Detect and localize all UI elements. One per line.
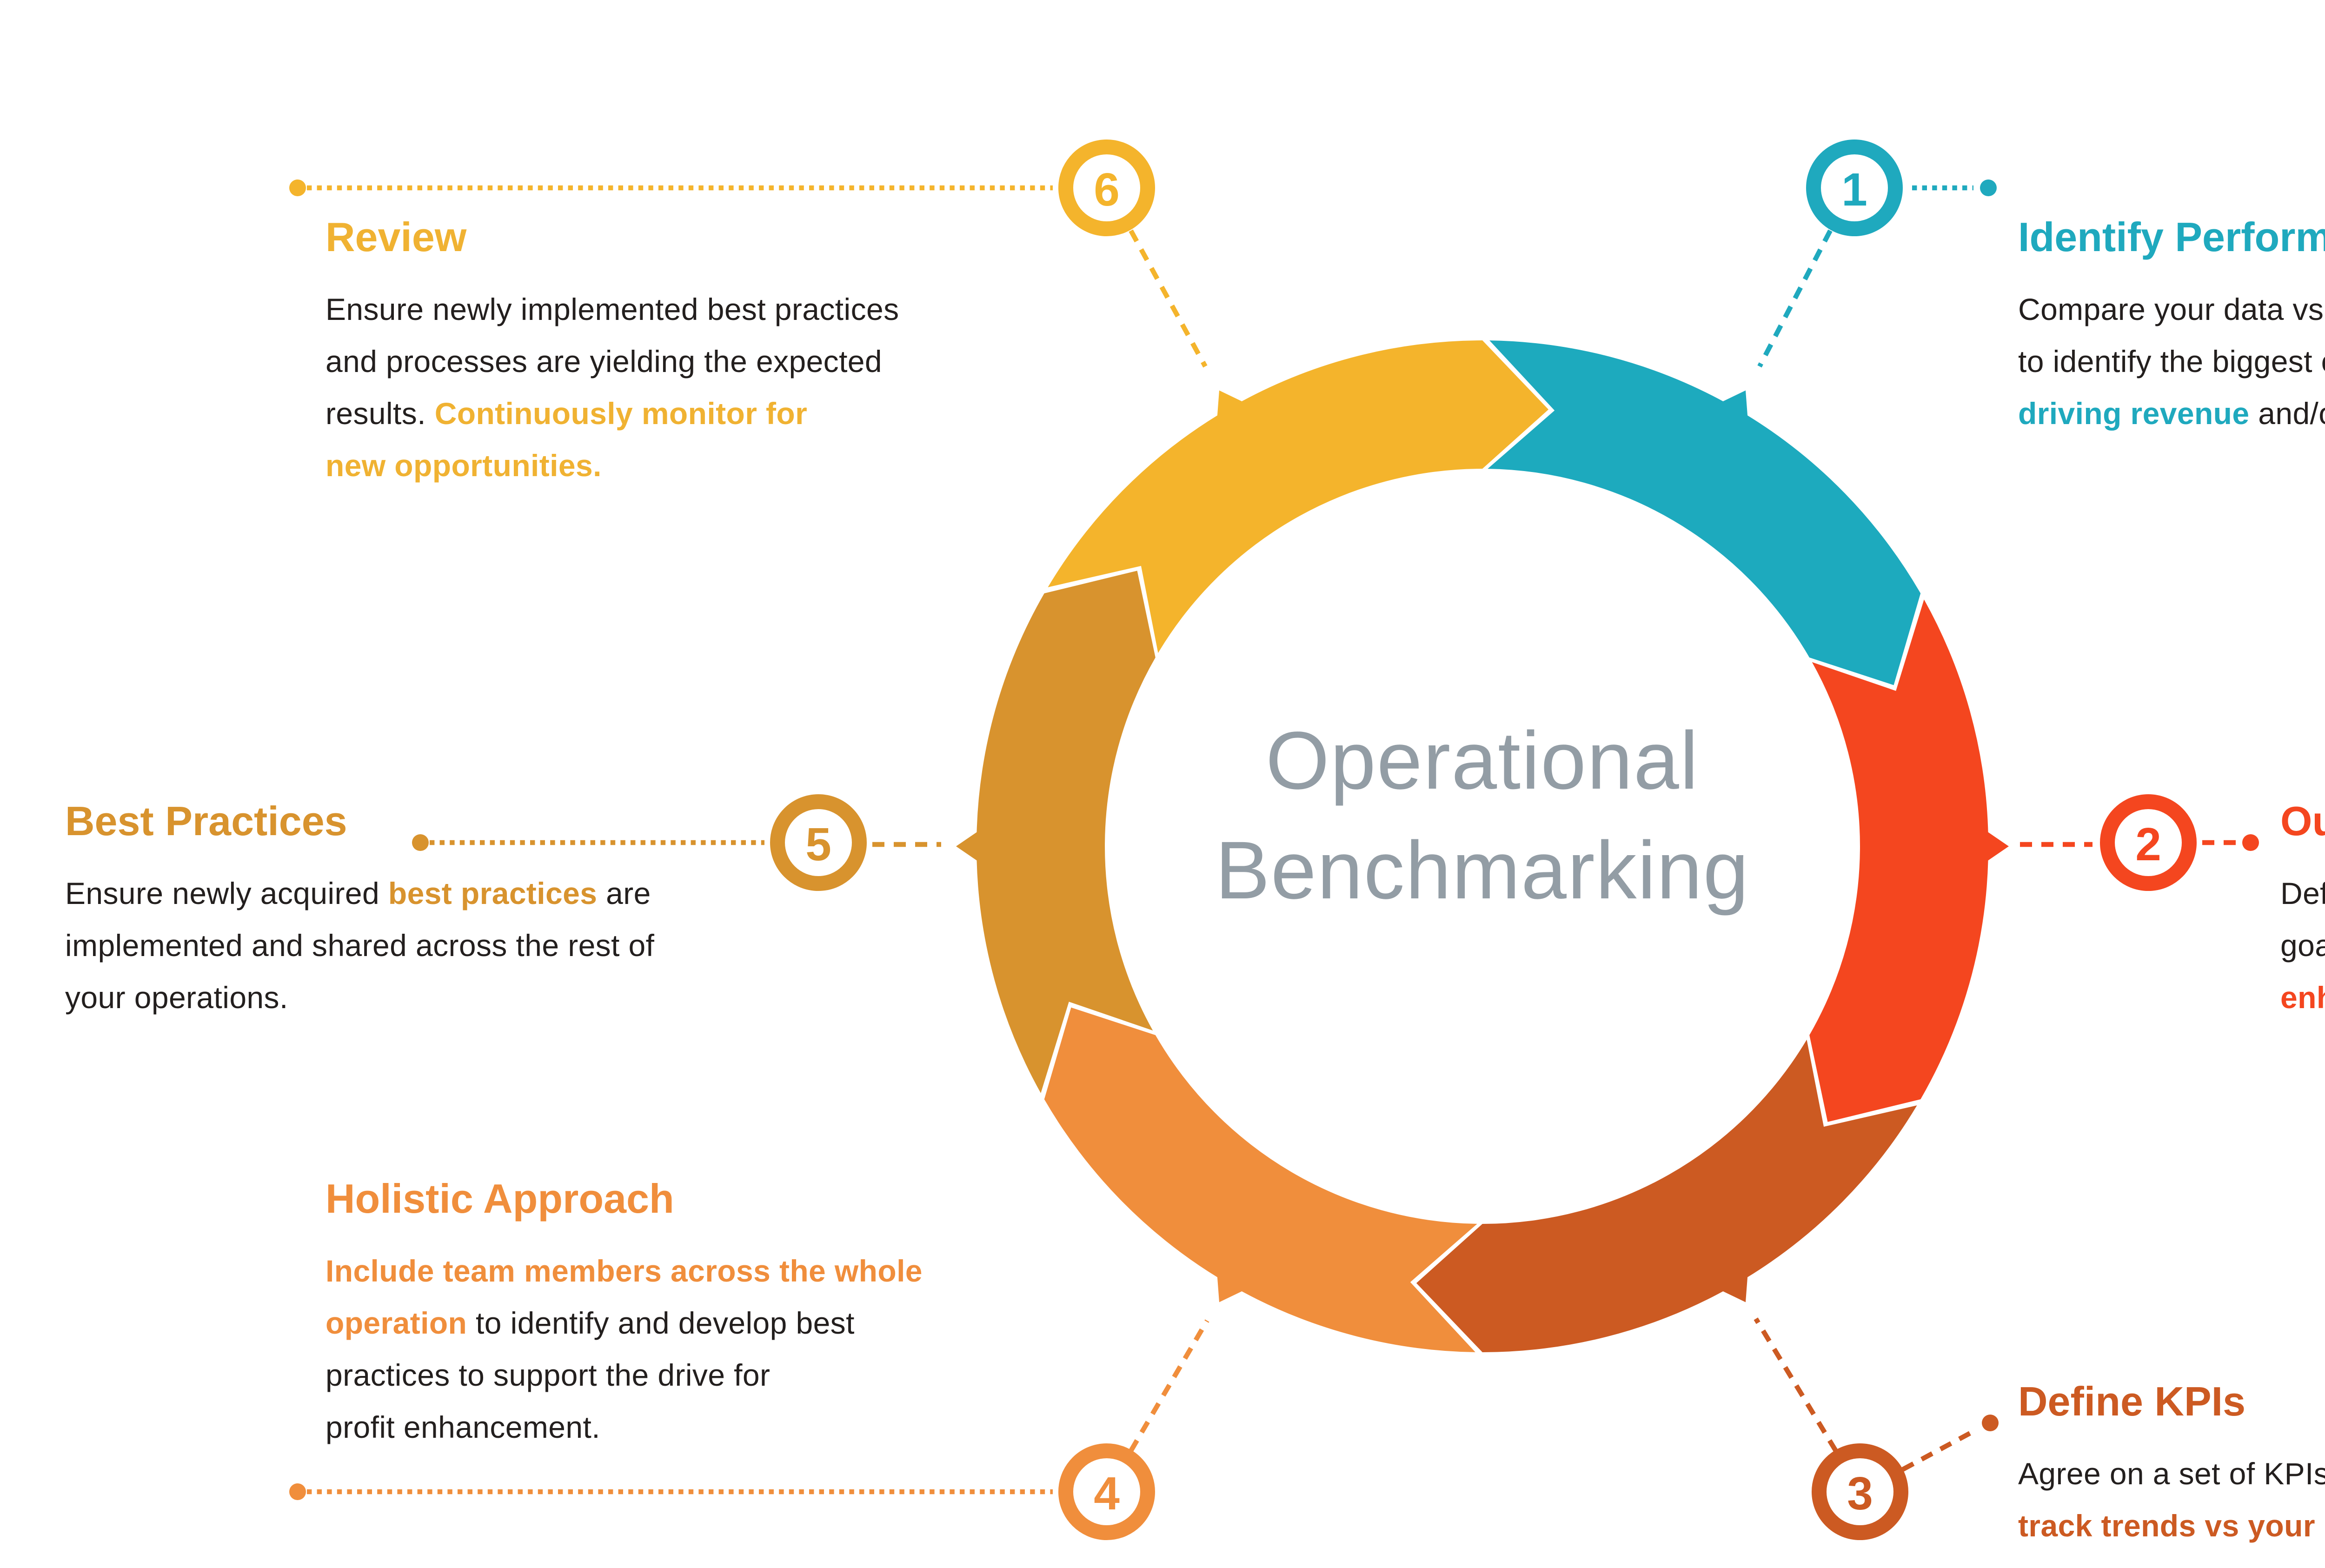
step-body-outline: Define the medium and long-term strategi…: [2280, 869, 2325, 1025]
spoke-6: [1129, 229, 1208, 368]
segment-best: [956, 571, 1156, 1093]
step-text-line: Ensure newly implemented best practices: [326, 294, 899, 327]
step-text-line: Include team members across the whole: [326, 1256, 923, 1289]
step-text-line: track trends vs your CompSet.: [2018, 1510, 2325, 1544]
step-section-review: Review Ensure newly implemented best pra…: [326, 214, 899, 493]
dot-review: [289, 179, 306, 196]
center-title-line2: Benchmarking: [1215, 826, 1750, 917]
step-body-review: Ensure newly implemented best practices …: [326, 285, 899, 493]
step-text-line: practices to support the drive for: [326, 1360, 771, 1393]
step-text-line: operation to identify and develop best: [326, 1308, 855, 1341]
step-section-identify: Identify Performance Gaps Compare your d…: [2018, 214, 2325, 441]
step-badge-5: [770, 794, 867, 891]
step-body-holistic: Include team members across the whole op…: [326, 1246, 923, 1455]
step-text-line: Compare your data vs your CompSet: [2018, 294, 2325, 327]
step-text-line: goals that will deliver the greatest pro…: [2280, 930, 2325, 963]
step-badge-2-label: 2: [2135, 818, 2161, 870]
step-badge-6: [1058, 140, 1155, 236]
step-title-kpis: Define KPIs: [2018, 1378, 2246, 1425]
step-text-line: profit enhancement.: [326, 1412, 600, 1445]
step-badge-3: [1812, 1443, 1908, 1540]
step-section-outline: Outline the Strategy Define the medium a…: [2280, 798, 2325, 1025]
step-text-line: your operations.: [65, 982, 288, 1016]
step-title-holistic: Holistic Approach: [326, 1176, 674, 1222]
step-title-best-practices: Best Practices: [65, 798, 347, 844]
step-title-review: Review: [326, 214, 467, 260]
segment-review: [1048, 340, 1549, 653]
segment-kpis: [1416, 1039, 1917, 1352]
step-text-line: implemented and shared across the rest o…: [65, 930, 655, 963]
step-text-line: and processes are yielding the expected: [326, 346, 883, 379]
step-section-best-practices: Best Practices Ensure newly acquired bes…: [65, 798, 654, 1025]
step-text-line: Agree on a set of KPIs that will be used…: [2018, 1458, 2325, 1492]
leader-kpis: [1901, 1428, 1977, 1472]
step-badge-4-label: 4: [1094, 1468, 1120, 1520]
step-badge-4: [1058, 1443, 1155, 1540]
step-text-line: driving revenue and/or reducing costs.: [2018, 398, 2325, 432]
dot-identify: [1980, 179, 1997, 196]
spoke-1: [1757, 229, 1833, 368]
step-badge-5-label: 5: [805, 818, 831, 870]
spoke-3: [1754, 1317, 1838, 1452]
step-badge-1-label: 1: [1841, 164, 1867, 216]
step-body-kpis: Agree on a set of KPIs that will be used…: [2018, 1449, 2325, 1553]
step-section-kpis: Define KPIs Agree on a set of KPIs that …: [2018, 1378, 2325, 1553]
step-text-line: enhancements to your operation.: [2280, 982, 2325, 1016]
segment-identify: [1488, 340, 1921, 685]
step-text-line: to identify the biggest opportunities fo…: [2018, 346, 2325, 379]
step-body-identify: Compare your data vs your CompSet to ide…: [2018, 285, 2325, 441]
step-text-line: Define the medium and long-term strategi…: [2280, 878, 2325, 911]
step-badge-3-label: 3: [1847, 1468, 1873, 1520]
step-section-holistic: Holistic Approach Include team members a…: [326, 1176, 923, 1455]
step-title-identify: Identify Performance Gaps: [2018, 214, 2325, 260]
step-badge-2: [2100, 794, 2197, 891]
step-badge-1: [1806, 140, 1903, 236]
dot-kpis: [1982, 1415, 1999, 1431]
step-badge-6-label: 6: [1094, 164, 1120, 216]
dot-outline: [2242, 834, 2259, 851]
step-text-line: results. Continuously monitor for: [326, 398, 808, 432]
step-text-line: Ensure newly acquired best practices are: [65, 878, 651, 911]
step-text-line: new opportunities.: [326, 450, 602, 484]
step-title-outline: Outline the Strategy: [2280, 798, 2325, 844]
dot-best: [412, 834, 429, 851]
dot-holistic: [289, 1483, 306, 1500]
segment-holistic: [1044, 1007, 1477, 1352]
segment-outline: [1809, 599, 2009, 1122]
diagram-center-title: Operational Benchmarking: [1105, 707, 1860, 926]
spoke-4: [1129, 1319, 1209, 1452]
step-body-best-practices: Ensure newly acquired best practices are…: [65, 869, 654, 1025]
center-title-line1: Operational: [1266, 716, 1699, 807]
